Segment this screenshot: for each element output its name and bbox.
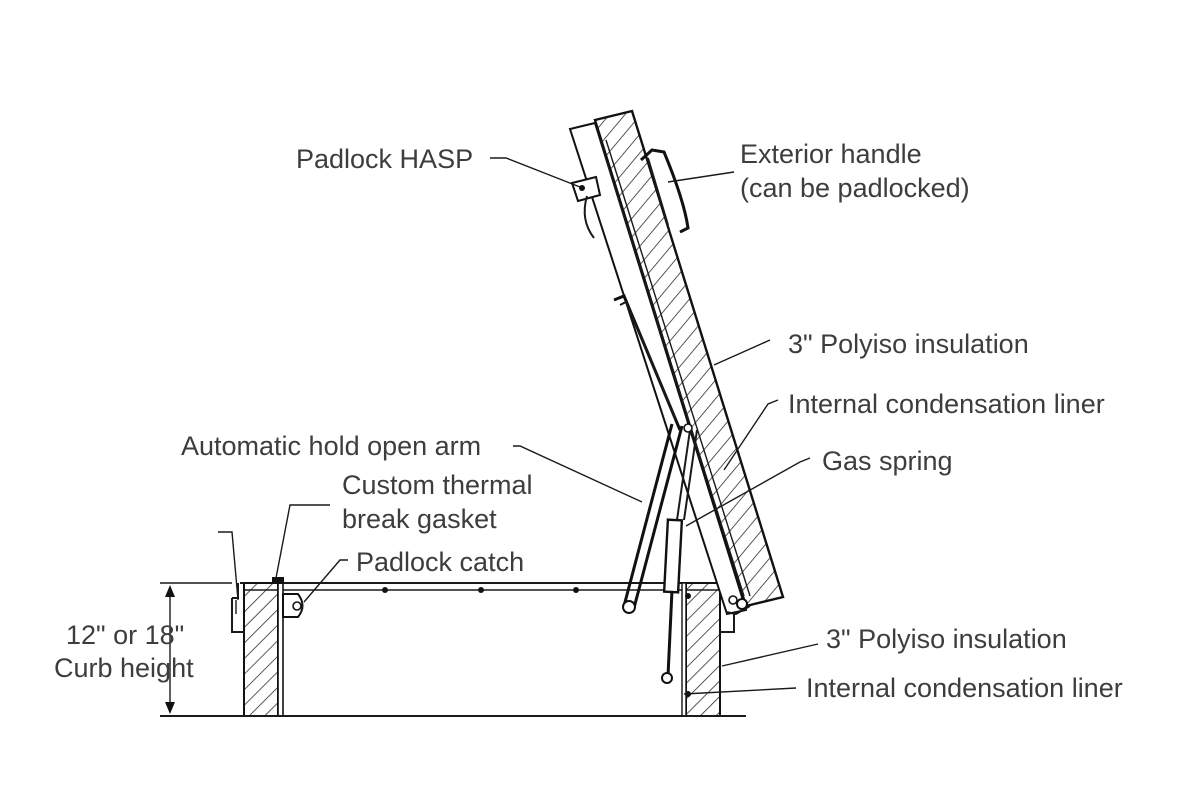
gas-spring-leader xyxy=(685,457,811,527)
right-curb-liner xyxy=(681,582,687,717)
leader-lines xyxy=(218,157,819,695)
label-curb-height-value: 12" or 18" xyxy=(66,620,184,650)
right-curb-insulation xyxy=(685,582,721,717)
polyiso-lid-leader xyxy=(713,339,771,366)
rivet xyxy=(685,593,691,599)
hinge-pin xyxy=(728,595,738,605)
label-padlock-catch: Padlock catch xyxy=(356,547,524,577)
exterior-handle-bracket xyxy=(647,157,669,226)
label-padlock-hasp: Padlock HASP xyxy=(296,144,473,174)
lid-liner-line xyxy=(599,139,745,597)
rivet xyxy=(382,587,388,593)
hatch-lid xyxy=(568,109,785,616)
exterior-handle xyxy=(639,148,690,234)
padlock-catch xyxy=(282,593,304,618)
rivet xyxy=(573,587,579,593)
left-counterflashing xyxy=(231,583,244,633)
label-hold-open-arm: Automatic hold open arm xyxy=(181,431,481,461)
label-exterior-handle-note: (can be padlocked) xyxy=(740,173,970,203)
polyiso-curb-leader xyxy=(721,643,819,667)
thermal-gasket-leader xyxy=(275,504,330,579)
liner-curb-leader xyxy=(683,687,797,695)
label-gas-spring: Gas spring xyxy=(822,446,953,476)
padlock-hasp-leader xyxy=(490,157,581,188)
label-liner-curb: Internal condensation liner xyxy=(806,673,1123,703)
label-polyiso-lid: 3" Polyiso insulation xyxy=(788,329,1029,359)
label-exterior-handle: Exterior handle xyxy=(740,139,922,169)
label-thermal-gasket: Custom thermal xyxy=(342,470,533,500)
thermal-break-gasket xyxy=(272,577,284,584)
gas-spring xyxy=(661,423,698,684)
label-liner-lid: Internal condensation liner xyxy=(788,389,1105,419)
left-curb-insulation xyxy=(243,582,279,717)
padlock-catch-leader xyxy=(303,559,348,603)
liner-lid-leader xyxy=(723,399,779,471)
curb xyxy=(160,582,746,717)
rivet xyxy=(478,587,484,593)
counterflashing-leader xyxy=(218,531,239,601)
curb-height-dimension xyxy=(165,585,232,717)
lid-liner-line xyxy=(605,139,751,597)
hold-open-arm xyxy=(613,294,684,614)
padlock-hasp xyxy=(570,175,602,239)
hinge-pin xyxy=(736,598,748,610)
label-thermal-gasket-line2: break gasket xyxy=(342,504,497,534)
label-polyiso-curb: 3" Polyiso insulation xyxy=(826,624,1067,654)
hold-open-arm-leader xyxy=(513,445,643,503)
exterior-handle-leader xyxy=(667,171,735,183)
label-curb-height: Curb height xyxy=(54,653,194,683)
